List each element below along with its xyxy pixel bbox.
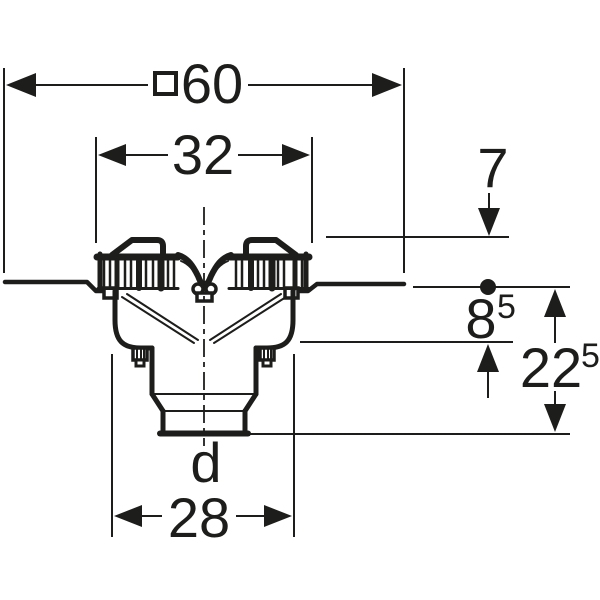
dim-superscript-total-depth: 5	[581, 337, 600, 375]
clamp-ear-left	[109, 237, 166, 258]
bolt-right	[258, 346, 276, 368]
outlet-pipe	[149, 345, 259, 437]
membrane-right	[291, 281, 407, 294]
arrow-right-icon	[282, 144, 310, 166]
arrow-down-icon	[544, 404, 566, 432]
dim-value-body-width: 28	[168, 486, 230, 549]
grate-left	[93, 251, 182, 292]
dim-value-total-depth: 22	[520, 336, 582, 399]
label-d: d	[190, 431, 221, 494]
clamp-ear-right	[243, 237, 299, 258]
grate-right	[225, 251, 313, 292]
datum-dot-icon	[480, 279, 496, 295]
dim-total-depth-22-5: 22 5	[249, 289, 600, 435]
bolt-left	[131, 346, 149, 368]
arrow-right-icon	[372, 73, 402, 97]
outlet-diameter-label: d	[190, 431, 221, 494]
drain-body	[112, 288, 296, 368]
arrow-left-icon	[98, 144, 126, 166]
square-symbol-icon	[153, 71, 178, 96]
dim-flange-depth-8-5: 8 5	[300, 279, 570, 398]
dim-value-grate-width: 32	[172, 123, 234, 186]
taper-left	[149, 391, 166, 414]
dim-grate-width-32: 32	[95, 123, 313, 243]
arrow-left-icon	[6, 73, 36, 97]
dim-collar-height-7: 7	[326, 136, 509, 238]
dim-superscript-flange-depth: 5	[497, 288, 516, 326]
bolt-nut	[261, 358, 273, 368]
dim-outer-width-60: 60	[3, 52, 405, 273]
bolt-nut	[134, 358, 146, 368]
arrow-up-icon	[544, 289, 566, 317]
arrow-left-icon	[114, 505, 142, 527]
grate-ribs	[102, 257, 176, 292]
taper-right	[242, 391, 259, 414]
arrow-up-icon	[477, 344, 499, 372]
grate-ribs	[234, 257, 304, 292]
arrow-down-icon	[478, 208, 500, 236]
dim-body-width-28: 28	[111, 354, 295, 549]
dim-value-flange-depth: 8	[465, 287, 496, 350]
arrow-right-icon	[264, 505, 292, 527]
inner-cone-lines	[121, 293, 287, 344]
dim-value-collar-height: 7	[477, 136, 508, 199]
dim-value-outer-width: 60	[181, 52, 243, 115]
drain-fixture	[2, 207, 407, 446]
body-wall-left	[112, 288, 155, 351]
